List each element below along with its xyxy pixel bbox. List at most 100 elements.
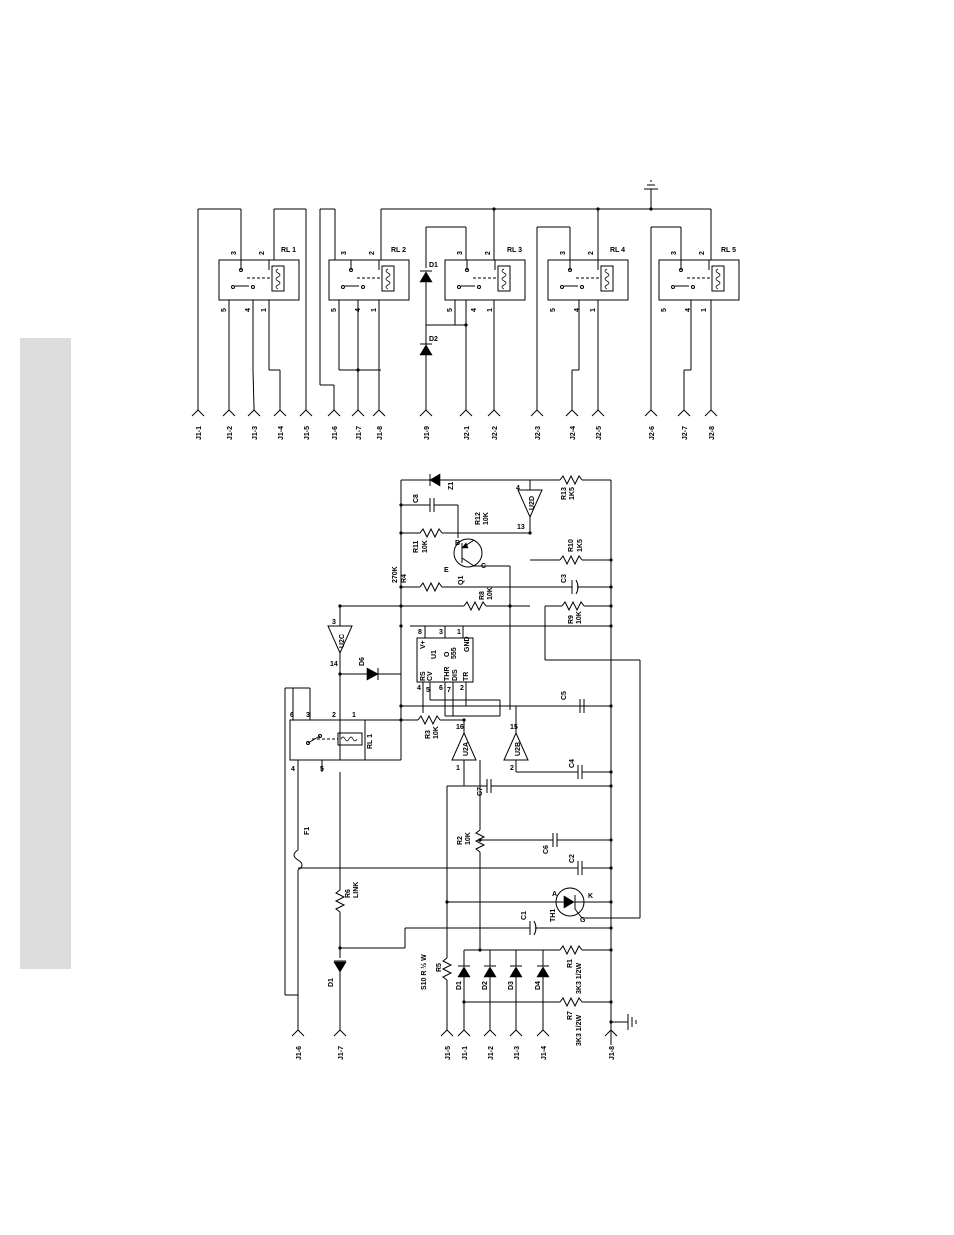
ic-pin-label: THR (444, 667, 451, 681)
opamp-pin: 13 (517, 524, 525, 531)
ic-pin-label: TR (463, 672, 470, 681)
connector-label: J1-3 (514, 1046, 521, 1060)
opamp-pin: 14 (330, 661, 338, 668)
fuse-f1: F1 (293, 827, 311, 995)
ic-pin: 6 (439, 685, 443, 692)
resistor-r9: R9 10K (341, 600, 611, 624)
resistor-ref: R7 (567, 1011, 574, 1020)
connector-label: J1-4 (278, 426, 285, 440)
connector-label: J2-8 (709, 426, 716, 440)
connector-j1-6: J1-6 (327, 404, 341, 440)
resistor-ref: R4 (401, 574, 408, 583)
ic-ref: U1 (431, 650, 438, 659)
connector-j2-6: J2-6 (644, 404, 658, 440)
capacitor-c1: C1 (340, 911, 611, 949)
resistor-ref: R2 (457, 836, 464, 845)
resistor-r6: R6 LINK (334, 772, 360, 958)
diode-label: Z1 (448, 482, 455, 490)
connector-j1-9: J1-9 (419, 404, 433, 440)
capacitor-c2: C2 (298, 854, 611, 875)
resistor-value: 10K (487, 587, 494, 600)
thyristor-th1: A K G TH1 (447, 606, 641, 924)
bridge-diode-d2: D2 (482, 950, 497, 1025)
diode-label: D4 (535, 981, 542, 990)
ic-pin: 7 (447, 687, 451, 694)
zener-z1: Z1 (401, 473, 560, 490)
connector-label: J2-5 (596, 426, 603, 440)
bridge-diode-d1: D1 (456, 950, 471, 1025)
connector-j1-2: J1-2 (222, 404, 236, 440)
capacitor-c5: C5 (401, 691, 611, 713)
connector-label: J1-9 (424, 426, 431, 440)
connector-j1-7: J1-7 (351, 404, 365, 440)
bridge-diode-d3: D3 (508, 950, 523, 1025)
resistor-ref: R12 (475, 512, 482, 525)
resistor-ref: R10 (568, 539, 575, 552)
relay-pin: 5 (331, 308, 338, 312)
diode-label: D1 (456, 981, 463, 990)
opamp-ref: U2D (529, 496, 536, 510)
resistor-value: 3K3 1/2W (576, 962, 583, 994)
relay-pin: 1 (487, 308, 494, 312)
resistor-value: 10K (465, 832, 472, 845)
diode-d6: D6 (340, 657, 401, 681)
opamp-pin: 16 (456, 724, 464, 731)
opamp-u2d: U2D 4 13 (516, 480, 543, 533)
connector-label: J1-7 (356, 426, 363, 440)
opamp-pin: 15 (510, 724, 518, 731)
relay-pin: 4 (574, 308, 581, 312)
resistor-value: 1K5 (577, 539, 584, 552)
diode-label: D1 (328, 978, 335, 987)
connector-j1-3: J1-3 (509, 1024, 523, 1060)
connector-j2-4: J2-4 (565, 404, 579, 440)
relay-pin: 2 (332, 712, 336, 719)
resistor-r13: R13 1K5 (559, 474, 611, 500)
resistor-r11: R11 10K (401, 527, 530, 553)
relay-ref: RL 5 (721, 247, 736, 254)
thyristor-pin: A (552, 891, 557, 898)
resistor-r7: R7 3K3 1/2W (464, 996, 611, 1046)
connector-label: J1-6 (332, 426, 339, 440)
connector-j1-4: J1-4 (536, 1024, 550, 1060)
resistor-ref: R8 (479, 591, 486, 600)
ic-pin-label: RS (420, 671, 427, 681)
opamp-pin: 3 (332, 619, 336, 626)
connector-label: J2-7 (682, 426, 689, 440)
relay-pin: 3 (560, 251, 567, 255)
relay-pin: 1 (371, 308, 378, 312)
diode-label: D2 (429, 336, 438, 343)
opamp-pin: 1 (456, 765, 460, 772)
connector-label: J1-1 (196, 426, 203, 440)
ic-pin: 3 (439, 629, 443, 636)
connector-label: J1-5 (445, 1046, 452, 1060)
lower-relay-rl1: RL 1 6 3 2 1 4 5 (284, 687, 401, 995)
capacitor-c6: C6 (480, 833, 611, 854)
capacitor-c8: C8 (401, 494, 459, 538)
thyristor-pin: G (580, 917, 586, 924)
ic-pin: 4 (417, 685, 421, 692)
ic-pin: 1 (457, 629, 461, 636)
connector-label: J1-5 (304, 426, 311, 440)
ic-pin-label: V+ (420, 640, 427, 649)
connector-label: J1-3 (252, 426, 259, 440)
resistor-value: 3K3 1/2W (576, 1014, 583, 1046)
connector-label: J1-2 (488, 1046, 495, 1060)
connector-label: J1-4 (541, 1046, 548, 1060)
connector-j1-7: J1-7 (333, 1024, 347, 1060)
relay-pin: 5 (661, 308, 668, 312)
transistor-pin: B (455, 540, 460, 547)
transistor-q1: B E C Q1 (444, 538, 511, 710)
connector-j1-2: J1-2 (483, 1024, 497, 1060)
resistor-r4: 270K R4 (392, 566, 560, 593)
resistor-value: LINK (353, 882, 360, 898)
ic-pin: 2 (460, 685, 464, 692)
connector-label: J1-2 (227, 426, 234, 440)
ic-555-u1: V+ U1 O 555 GND RS CV THR DIS TR 8 3 1 4… (410, 625, 611, 717)
connector-j1-5: J1-5 (440, 1024, 454, 1060)
diode-label: D1 (429, 262, 438, 269)
ic-type: 555 (451, 647, 458, 659)
capacitor-label: C2 (569, 854, 576, 863)
